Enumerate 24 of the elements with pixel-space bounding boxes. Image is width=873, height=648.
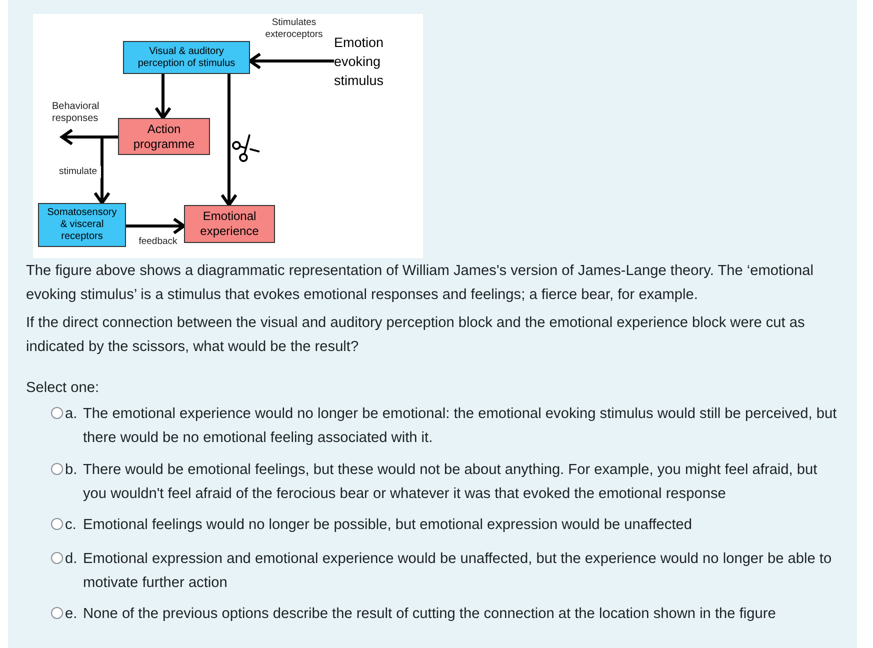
option-letter: a. [65, 405, 78, 424]
process-box: Somatosensory & visceral receptors [38, 203, 126, 247]
stimulus-label: Emotion evoking stimulus [334, 33, 404, 91]
process-box: Visual & auditory perception of stimulus [123, 41, 250, 74]
arrow [94, 136, 118, 204]
option-text: The emotional experience would no longer be emotional: the emotional evoking stimulus would still be perceived, but there would be no emotional feeling associated with it. [83, 405, 838, 448]
option-letter: d. [65, 550, 78, 569]
arrow [248, 52, 334, 70]
output-label: Behavioral responses [52, 101, 112, 129]
option-letter: c. [65, 516, 76, 535]
arrow [220, 74, 238, 206]
option-text: There would be emotional feelings, but these would not be about anything. For example, you might feel afraid, but you wouldn't feel afraid of the ferocious bear or whatever it was that evoked the emotional response [83, 461, 818, 504]
process-box: Action programme [118, 118, 210, 155]
option-text: Emotional feelings would no longer be possible, but emotional expression would be unaffected [83, 516, 694, 535]
option-letter: e. [65, 605, 78, 624]
arrow [126, 218, 186, 234]
arrow [154, 74, 172, 120]
option-text: None of the previous options describe the result of cutting the connection at the location shown in the figure [83, 605, 777, 624]
process-box: Emotional experience [184, 205, 275, 243]
question-text: The figure above shows a diagrammatic representation of William James's version of James-Lange theory. The ‘emotional evoking stimulus’ is a stimulus that evokes emotional responses and feelings; a fierce bear, for example. [26, 262, 814, 305]
option-text: Emotional expression and emotional experience would be unaffected, but the experience would no longer be able to motivate further action [83, 550, 833, 593]
prompt-text: Select one: [26, 379, 100, 398]
question-text: If the direct connection between the visual and auditory perception block and the emotional experience block were cut as indicated by the scissors, what would be the result? [26, 314, 806, 357]
option-letter: b. [65, 461, 78, 480]
